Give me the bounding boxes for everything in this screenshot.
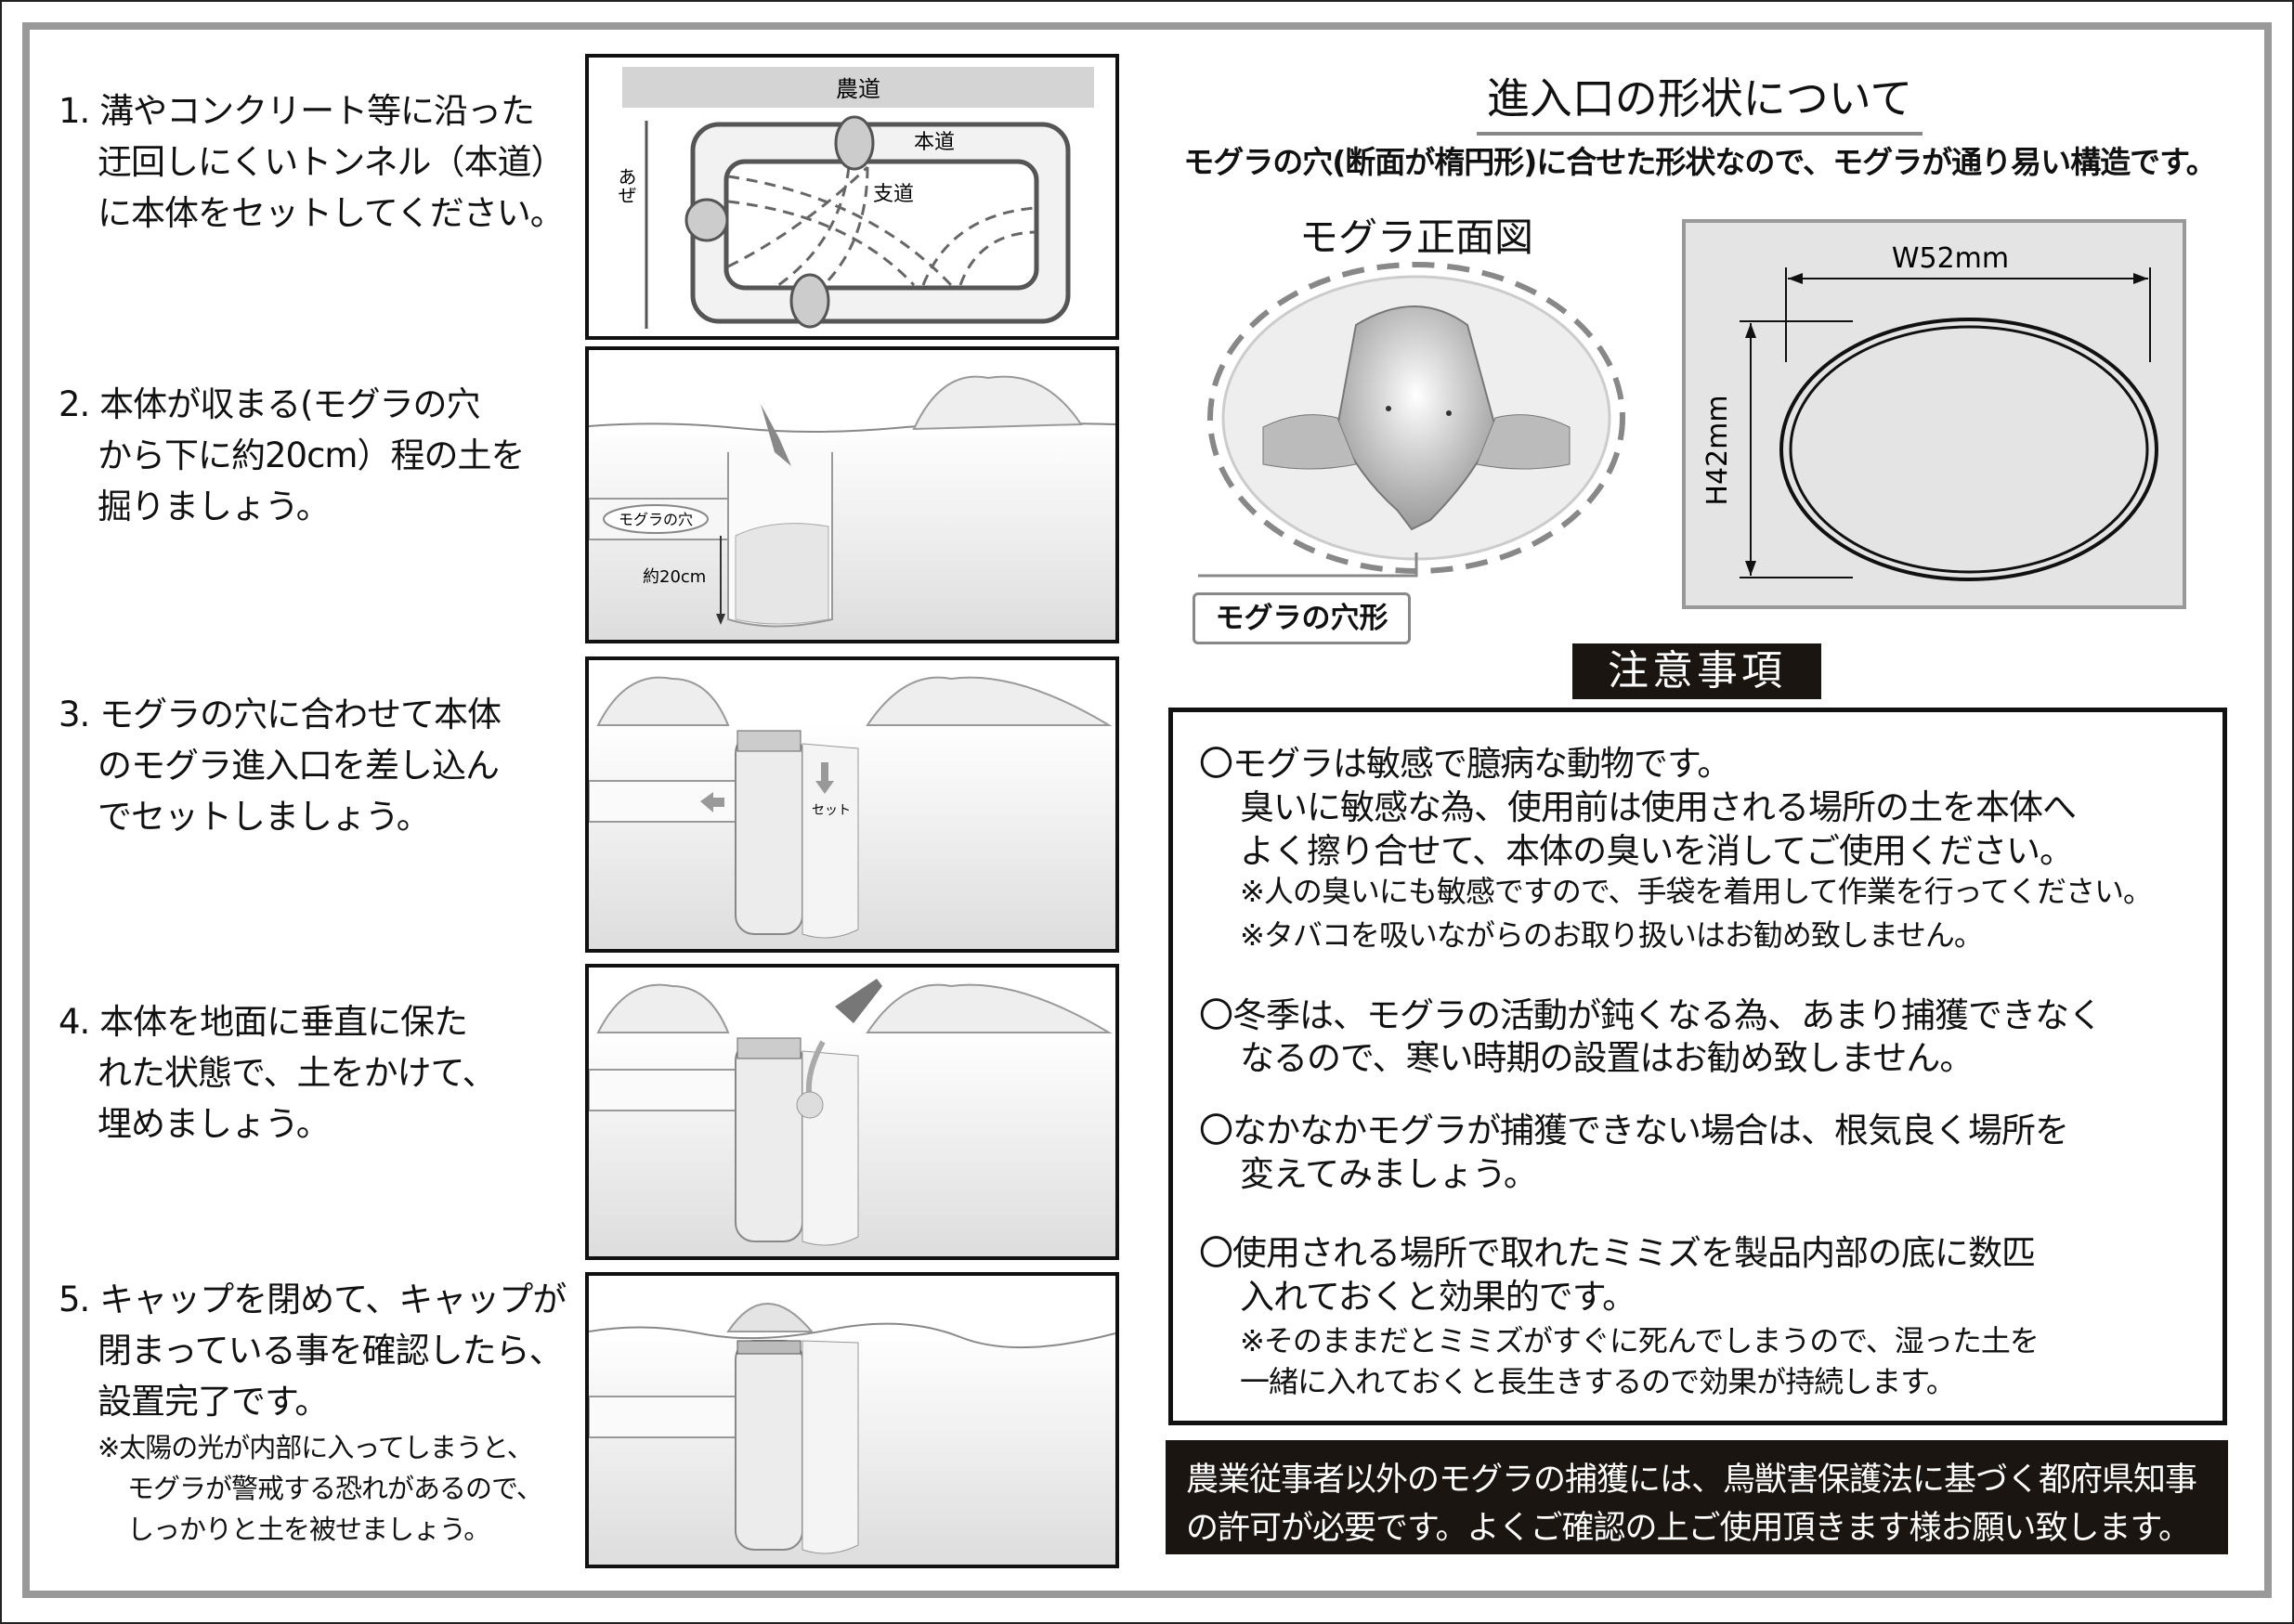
caution-heading: 注意事項 [1572, 643, 1821, 699]
trowel-icon [835, 979, 882, 1023]
entrance-ellipse [1779, 318, 2158, 581]
step-5-text: 5. キャップを閉めて、キャップが 閉まっている事を確認したら、 設置完了です。… [59, 1274, 579, 1550]
caution-notes-box: 〇モグラは敏感で臆病な動物です。 臭いに敏感な為、使用前は使用される場所の土を本… [1168, 708, 2227, 1425]
step-line: のモグラ進入口を差し込ん [98, 746, 500, 786]
legal-notice: 農業従事者以外のモグラの捕獲には、鳥獣害保護法に基づく都府県知事 の許可が必要で… [1166, 1440, 2228, 1554]
step-note: ※太陽の光が内部に入ってしまうと、 [98, 1432, 534, 1463]
entrance-shape-description: モグラの穴(断面が楕円形)に合せた形状なので、モグラが通り易い構造です。 [1183, 144, 2217, 180]
caution-note: 〇モグラは敏感で臆病な動物です。 [1199, 744, 1731, 784]
step-line: 設置完了です。 [98, 1382, 329, 1422]
leader-line [1198, 552, 1418, 578]
trap-body [735, 734, 803, 935]
step-line: 4. 本体を地面に垂直に保た [59, 1002, 468, 1042]
caution-subnote: ※そのままだとミミズがすぐに死んでしまうので、湿った土を [1240, 1323, 2040, 1358]
caution-note: 入れておくと効果的です。 [1240, 1277, 1636, 1317]
trap-cap [726, 1303, 815, 1332]
caution-note: 〇冬季は、モグラの活動が鈍くなる為、あまり捕獲できなく [1199, 995, 2103, 1035]
insert-trap-illustration: セット [585, 656, 1119, 953]
step-line: 閉まっている事を確認したら、 [98, 1331, 564, 1371]
arrow-down-icon [815, 762, 834, 794]
svg-text:セット: セット [812, 803, 851, 818]
step-line: れた状態で、土をかけて、 [98, 1053, 497, 1093]
step-line: でセットしましょう。 [98, 797, 431, 837]
svg-text:約20cm: 約20cm [643, 567, 706, 587]
trap-position [834, 115, 875, 171]
svg-text:農道: 農道 [836, 76, 880, 102]
soil-mound [912, 375, 1083, 431]
caution-subnote: ※人の臭いにも敏感ですので、手袋を着用して作業を行ってください。 [1240, 874, 2153, 909]
trap-position [789, 273, 830, 329]
caution-note: 〇使用される場所で取れたミミズを製品内部の底に数匹 [1199, 1233, 2036, 1273]
farm-road [622, 67, 1094, 108]
step-4-text: 4. 本体を地面に垂直に保た れた状態で、土をかけて、 埋めましょう。 [59, 996, 579, 1150]
step-line: に本体をセットしてください。 [98, 193, 565, 233]
svg-text:H42mm: H42mm [1701, 395, 1734, 505]
cover-soil-illustration [585, 964, 1119, 1260]
caution-note: なるので、寒い時期の設置はお勧め致しません。 [1240, 1038, 1974, 1078]
caution-note: 臭いに敏感な為、使用前は使用される場所の土を本体へ [1240, 787, 2077, 827]
step-line: 掘りましょう。 [98, 487, 331, 526]
step-line: 5. キャップを閉めて、キャップが [59, 1280, 567, 1319]
mole-icon [1336, 305, 1497, 531]
svg-text:モグラの穴: モグラの穴 [619, 511, 693, 528]
step-2-text: 2. 本体が収まる(モグラの穴 から下に約20cm）程の土を 掘りましょう。 [59, 379, 579, 532]
step-line: から下に約20cm）程の土を [98, 435, 525, 475]
step-line: 埋めましょう。 [98, 1104, 331, 1144]
step-line: 3. モグラの穴に合わせて本体 [59, 695, 502, 734]
step-line: 迂回しにくいトンネル（本道） [98, 142, 566, 182]
caution-subnote: 一緒に入れておくと長生きするので効果が持続します。 [1240, 1364, 1956, 1399]
installation-complete-illustration [585, 1272, 1119, 1568]
step-line: 1. 溝やコンクリート等に沿った [59, 91, 535, 131]
arrow-left-icon [700, 792, 724, 812]
trap-position [684, 198, 729, 242]
mole-front-view-title: モグラ正面図 [1298, 214, 1533, 260]
trowel-icon [761, 404, 791, 466]
entrance-dimensions-diagram: W52mm H42mm [1682, 219, 2186, 609]
step-note: しっかりと土を被せましょう。 [127, 1514, 490, 1545]
hole-shape-label: モグラの穴形 [1193, 592, 1411, 644]
page-frame [22, 22, 2272, 1598]
legal-line: 農業従事者以外のモグラの捕獲には、鳥獣害保護法に基づく都府県知事 [1186, 1462, 2197, 1499]
tunnel-map-illustration: 農道 あぜ 本道 支道 [585, 54, 1119, 340]
svg-text:W52mm: W52mm [1892, 242, 2009, 275]
legal-line: の許可が必要です。よくご確認の上ご使用頂きます様お願い致します。 [1186, 1510, 2191, 1547]
svg-text:支道: 支道 [873, 183, 914, 206]
dig-hole-illustration: モグラの穴 約20cm [585, 346, 1119, 643]
step-line: 2. 本体が収まる(モグラの穴 [59, 384, 481, 424]
svg-text:あぜ: あぜ [615, 167, 637, 204]
branch-tunnels [727, 165, 1036, 290]
svg-text:本道: 本道 [914, 131, 955, 154]
caution-subnote: ※タバコを吸いながらのお取り扱いはお勧め致しません。 [1240, 917, 1984, 953]
caution-note: 変えてみましょう。 [1240, 1154, 1538, 1194]
trap-thread [736, 730, 802, 752]
step-note: モグラが警戒する恐れがあるので、 [127, 1473, 543, 1504]
step-1-text: 1. 溝やコンクリート等に沿った 迂回しにくいトンネル（本道） に本体をセットし… [59, 85, 579, 239]
entrance-shape-title: 進入口の形状について [1477, 65, 1923, 136]
caution-note: 〇なかなかモグラが捕獲できない場合は、根気良く場所を [1199, 1111, 2069, 1150]
step-3-text: 3. モグラの穴に合わせて本体 のモグラ進入口を差し込ん でセットしましょう。 [59, 689, 579, 842]
caution-note: よく擦り合せて、本体の臭いを消してご使用ください。 [1240, 831, 2074, 871]
mole-front-view-illustration [1198, 251, 1635, 585]
